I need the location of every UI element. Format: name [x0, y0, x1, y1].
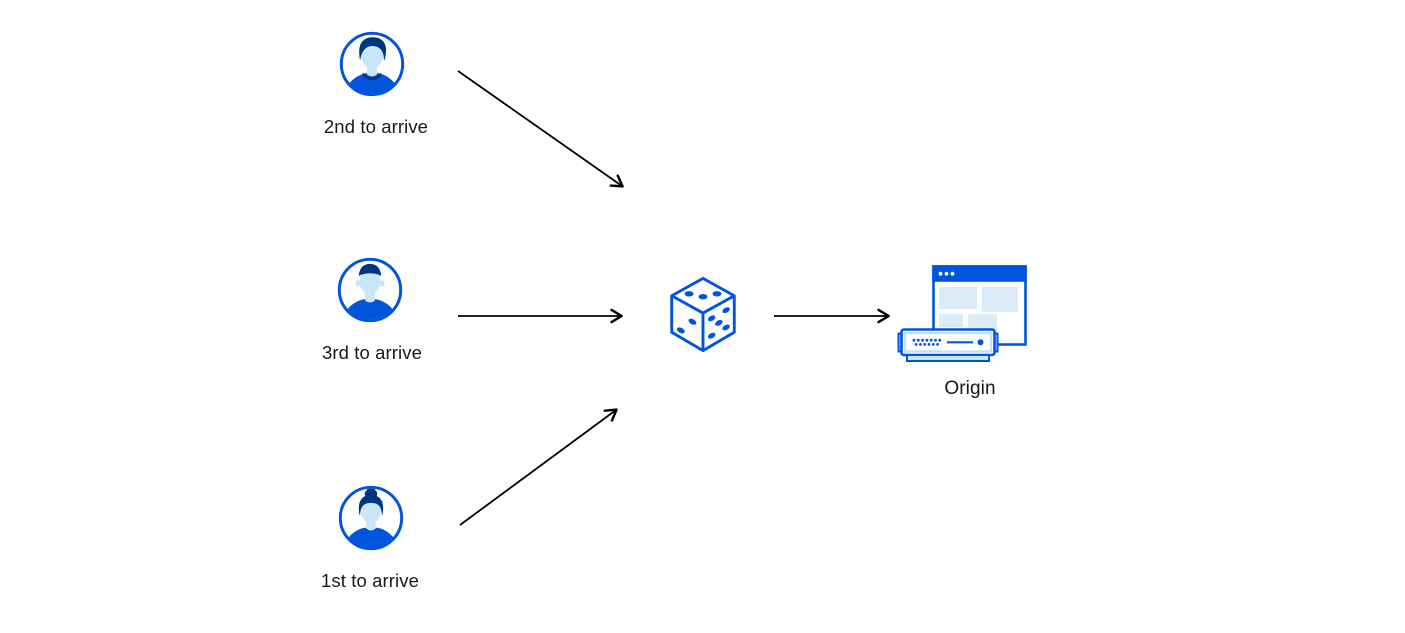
origin-label: Origin: [944, 378, 996, 399]
server-icon: [897, 328, 999, 362]
origin-server-browser-icon: [897, 265, 1027, 362]
male-user-avatar: [339, 31, 405, 97]
male-user-avatar: [337, 257, 403, 323]
arrow-first-to-dice: [459, 408, 618, 526]
client-second-label: 2nd to arrive: [323, 116, 429, 137]
arrow-second-to-dice: [457, 70, 624, 188]
client-first-label: 1st to arrive: [321, 570, 419, 591]
dice-icon: [670, 276, 736, 353]
female-user-avatar: [338, 485, 404, 551]
client-third-label: 3rd to arrive: [321, 342, 422, 363]
